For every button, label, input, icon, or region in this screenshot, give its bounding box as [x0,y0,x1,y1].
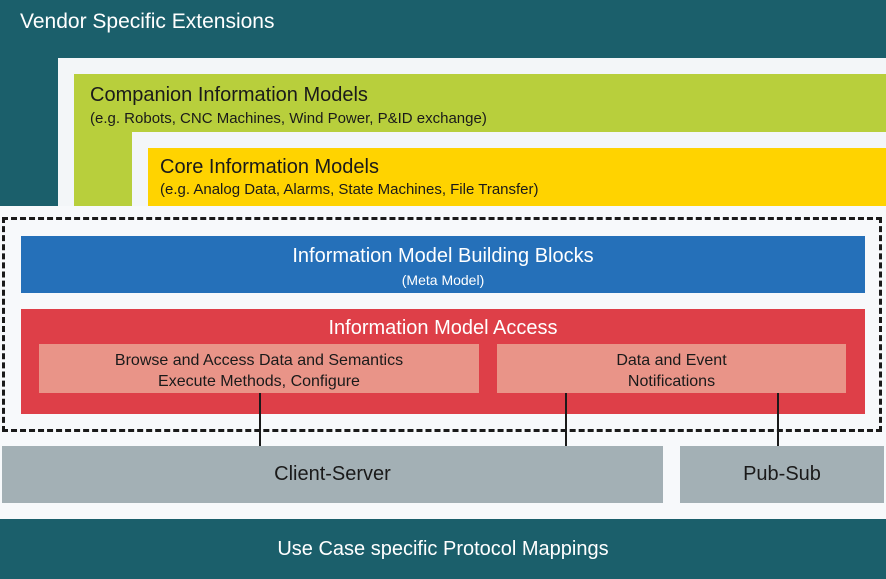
companion-models-subtitle: (e.g. Robots, CNC Machines, Wind Power, … [90,110,487,127]
model-access-box: Information Model Access Browse and Acce… [21,309,865,414]
pub-sub-box: Pub-Sub [680,446,884,503]
building-blocks-box: Information Model Building Blocks (Meta … [21,236,865,293]
use-case-mappings-box: Use Case specific Protocol Mappings [0,519,886,579]
data-event-line2: Notifications [627,373,716,390]
connector-line [777,393,779,446]
model-access-title: Information Model Access [328,317,558,339]
vendor-extensions-title: Vendor Specific Extensions [20,10,275,33]
browse-access-box: Browse and Access Data and Semantics Exe… [39,344,479,393]
browse-access-line1: Browse and Access Data and Semantics [114,352,404,369]
core-models-title: Core Information Models [160,156,379,178]
companion-models-title: Companion Information Models [90,84,368,106]
dashed-group-border [2,217,882,432]
client-server-box: Client-Server [2,446,663,503]
data-event-line1: Data and Event [616,352,727,369]
core-models-subtitle: (e.g. Analog Data, Alarms, State Machine… [160,181,539,198]
building-blocks-title: Information Model Building Blocks [292,245,594,267]
data-event-box: Data and Event Notifications [497,344,846,393]
connector-line [565,393,567,446]
core-models-layer [148,148,886,206]
connector-line [259,393,261,446]
browse-access-line2: Execute Methods, Configure [158,373,360,390]
building-blocks-subtitle: (Meta Model) [401,272,485,288]
